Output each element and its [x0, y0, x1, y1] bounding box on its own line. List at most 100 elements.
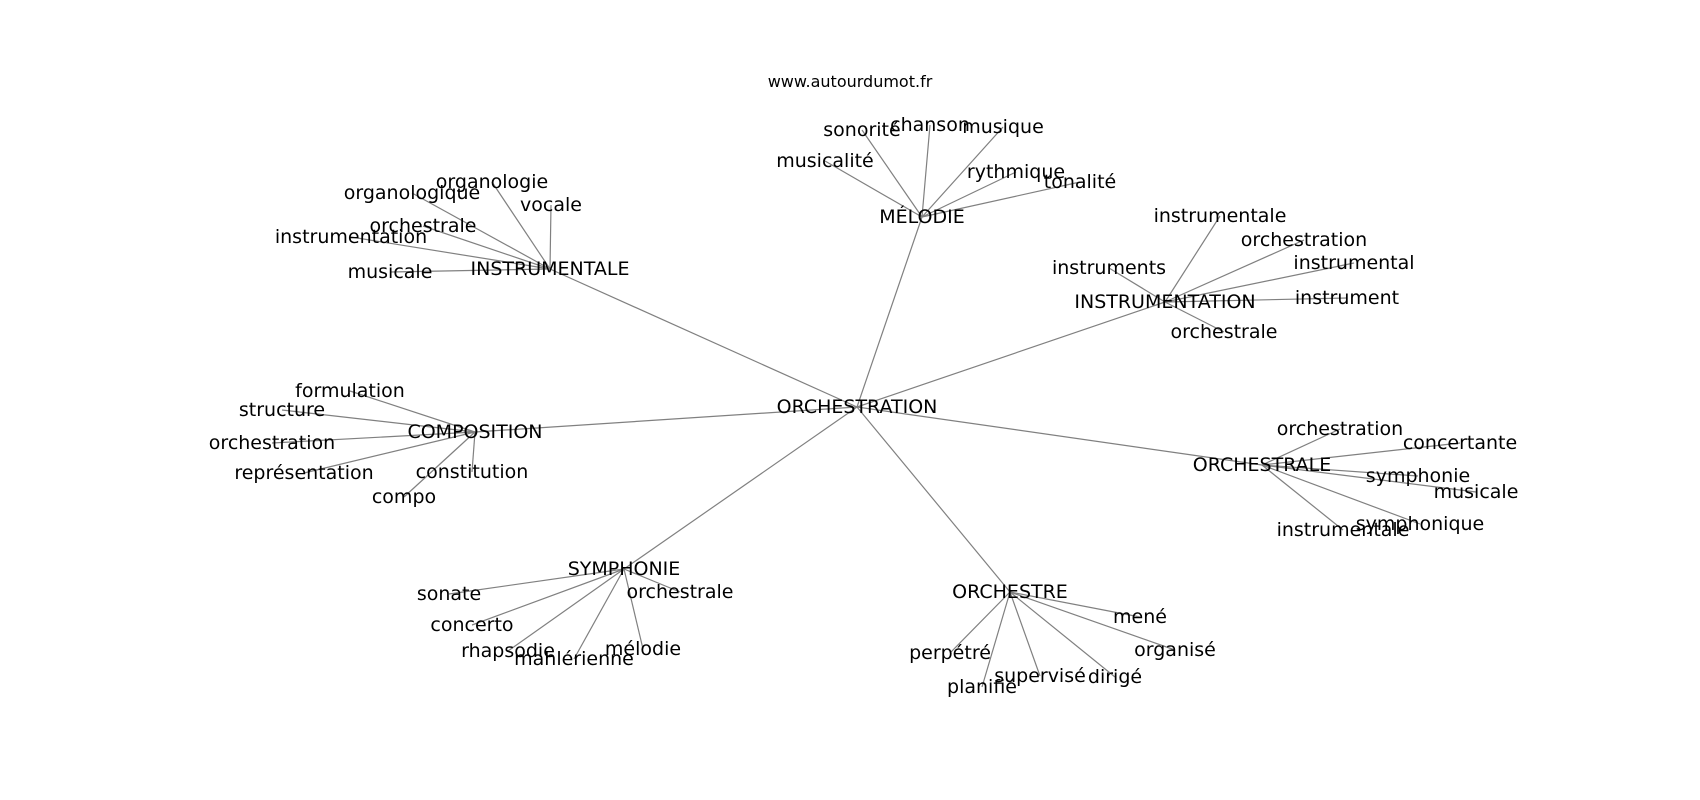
leaf-node: compo [372, 486, 436, 508]
edge-hub-leaf [623, 568, 644, 650]
leaf-node: musique [962, 116, 1044, 138]
edge-hub-leaf [1164, 215, 1221, 303]
edge-hub-leaf [949, 591, 1011, 654]
hub-node: INSTRUMENTALE [471, 258, 630, 280]
leaf-node: instrument [1295, 287, 1399, 309]
edge-root-hub [856, 216, 923, 408]
edge-hub-leaf [1009, 591, 1141, 618]
leaf-node: instrumentale [1277, 519, 1410, 541]
leaf-node: représentation [234, 462, 373, 484]
leaf-node: formulation [295, 380, 405, 402]
edges [271, 124, 1477, 688]
edge-hub-leaf [1009, 591, 1041, 677]
edge-hub-leaf [422, 225, 551, 270]
edge-hub-leaf [491, 181, 551, 270]
edge-hub-leaf [471, 431, 476, 473]
hub-node: COMPOSITION [407, 421, 542, 443]
leaf-node: planifié [947, 676, 1017, 698]
leaf-node: organisé [1134, 639, 1216, 661]
edge-hub-leaf [303, 431, 476, 474]
edge-root-hub [474, 406, 858, 433]
source-text: www.autourdumot.fr [767, 72, 933, 91]
leaf-node: organologie [436, 171, 548, 193]
edge-root-hub [856, 406, 1263, 466]
edge-hub-leaf [471, 568, 625, 626]
leaf-node: symphonie [1366, 465, 1470, 487]
leaf-node: vocale [520, 194, 582, 216]
leaf-node: sonate [417, 583, 481, 605]
edge-root-hub [549, 268, 858, 408]
edge-hub-leaf [824, 160, 923, 218]
edge-hub-leaf [921, 181, 1081, 218]
edge-hub-leaf [549, 204, 552, 270]
hub-node: ORCHESTRALE [1193, 454, 1331, 476]
leaf-node: dirigé [1088, 666, 1142, 688]
edge-hub-leaf [1261, 464, 1419, 477]
edge-root-hub [856, 406, 1011, 593]
leaf-node: chanson [890, 114, 970, 136]
edge-root-hub [856, 301, 1166, 408]
edge-hub-leaf [281, 409, 476, 433]
leaf-node: instrumentation [275, 226, 427, 248]
edge-hub-leaf [448, 568, 625, 595]
leaf-node: organologique [344, 182, 481, 204]
edge-hub-leaf [921, 124, 931, 218]
edge-hub-leaf [861, 129, 923, 218]
leaf-node: perpétré [909, 642, 991, 664]
edge-hub-leaf [1261, 442, 1461, 466]
edge-hub-leaf [921, 126, 1004, 218]
leaf-node: supervisé [994, 665, 1086, 687]
edge-hub-leaf [1164, 297, 1348, 303]
leaf-node: mahlérienne [514, 648, 634, 670]
edge-hub-leaf [921, 171, 1017, 218]
edge-hub-leaf [1164, 301, 1225, 333]
edge-hub-leaf [1261, 464, 1421, 525]
edge-hub-leaf [349, 390, 476, 433]
labels: ORCHESTRATION MÉLODIE sonoritéchansonmusiq… [209, 114, 1519, 698]
leaf-node: instrumentale [1154, 205, 1287, 227]
leaf-node: rythmique [967, 161, 1065, 183]
leaf-node: orchestrale [1171, 321, 1278, 343]
edge-hub-leaf [981, 591, 1011, 688]
edge-hub-leaf [1261, 464, 1477, 493]
leaf-node: orchestration [1241, 229, 1367, 251]
edge-hub-leaf [1108, 267, 1166, 303]
edge-hub-leaf [1261, 428, 1341, 466]
leaf-node: musicale [1434, 481, 1519, 503]
edge-hub-leaf [350, 236, 551, 270]
leaf-node: rhapsodie [461, 640, 555, 662]
edge-hub-leaf [271, 431, 476, 444]
leaf-node: symphonique [1356, 513, 1485, 535]
source-credit: www.autourdumot.fr [0, 72, 1700, 91]
root-node: ORCHESTRATION [777, 396, 938, 418]
leaf-node: musicalité [776, 150, 874, 172]
leaf-node: mélodie [605, 638, 681, 660]
edge-hub-leaf [623, 568, 681, 593]
hub-node: INSTRUMENTATION [1074, 291, 1255, 313]
hub-node: SYMPHONIE [568, 558, 681, 580]
edge-hub-leaf [389, 268, 551, 273]
edge-hub-leaf [507, 568, 625, 652]
leaf-node: structure [239, 399, 325, 421]
edge-hub-leaf [411, 192, 551, 270]
edge-hub-leaf [1261, 464, 1344, 531]
leaf-node: tonalité [1044, 171, 1116, 193]
leaf-node: musicale [348, 261, 433, 283]
leaf-node: instruments [1052, 257, 1166, 279]
edge-hub-leaf [1009, 591, 1176, 651]
edge-hub-leaf [1164, 262, 1355, 303]
hub-node: MÉLODIE [879, 205, 965, 228]
edge-hub-leaf [1164, 239, 1305, 303]
edge-hub-leaf [403, 431, 476, 498]
leaf-node: orchestration [209, 432, 335, 454]
leaf-node: sonorité [823, 119, 900, 141]
edge-hub-leaf [1009, 591, 1116, 678]
leaf-node: constitution [416, 461, 529, 483]
leaf-node: concerto [430, 614, 513, 636]
leaf-node: orchestrale [627, 581, 734, 603]
leaf-node: concertante [1403, 432, 1517, 454]
hub-node: ORCHESTRE [952, 581, 1068, 603]
edge-root-hub [623, 406, 858, 570]
edge-hub-leaf [573, 568, 625, 660]
